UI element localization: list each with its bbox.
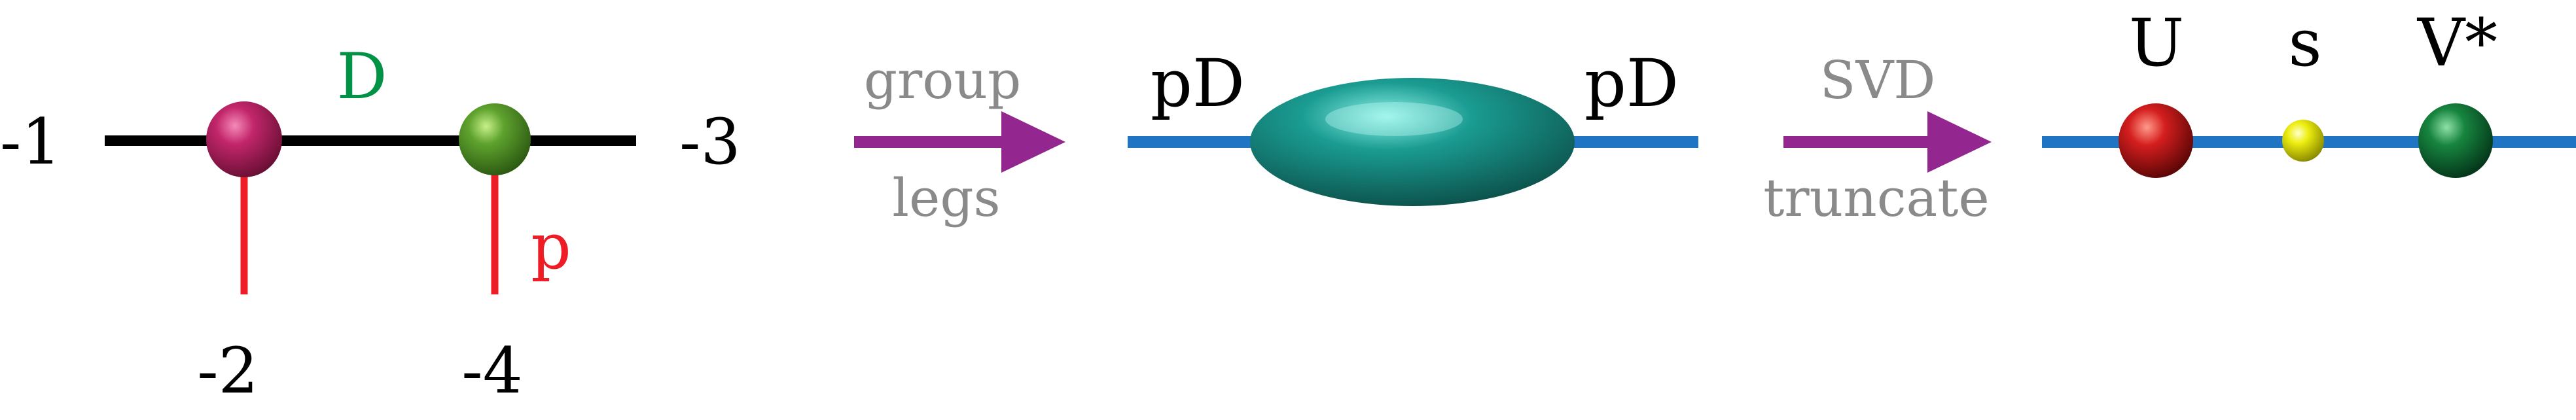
matrix-right-dim-label: pD [1584, 45, 1679, 122]
leg-label-minus4: -4 [461, 334, 523, 408]
leg-label-minus2: -2 [197, 334, 259, 408]
middle-panel: pD pD [1128, 45, 1698, 206]
s-tensor-node [2282, 120, 2324, 162]
leg-label-minus1: -1 [0, 105, 62, 179]
arrow-head [1001, 111, 1065, 173]
matrix-left-dim-label: pD [1151, 45, 1245, 122]
tensor-node-magenta [206, 101, 282, 177]
group-legs-arrow: group legs [854, 50, 1065, 228]
arrow-label-top: SVD [1820, 50, 1936, 111]
arrow-head [1927, 111, 1992, 173]
arrow-label-bottom: truncate [1763, 167, 1989, 228]
matrix-highlight [1325, 102, 1463, 136]
arrow-label-bottom: legs [892, 167, 1000, 228]
arrow-label-top: group [864, 50, 1021, 111]
s-label: s [2288, 5, 2321, 81]
u-tensor-node [2119, 103, 2193, 178]
u-label: U [2129, 5, 2184, 81]
right-panel: U s V* [2042, 5, 2576, 178]
v-label: V* [2417, 5, 2497, 81]
matrix-ellipsoid [1250, 78, 1575, 206]
left-panel: -1 D -3 p -2 -4 [0, 40, 741, 408]
phys-dim-label: p [531, 210, 571, 283]
v-tensor-node [2418, 103, 2493, 178]
tensor-node-green [459, 103, 531, 175]
svd-truncate-arrow: SVD truncate [1763, 50, 1992, 228]
bond-dim-label: D [337, 40, 387, 113]
leg-label-minus3: -3 [679, 105, 741, 179]
